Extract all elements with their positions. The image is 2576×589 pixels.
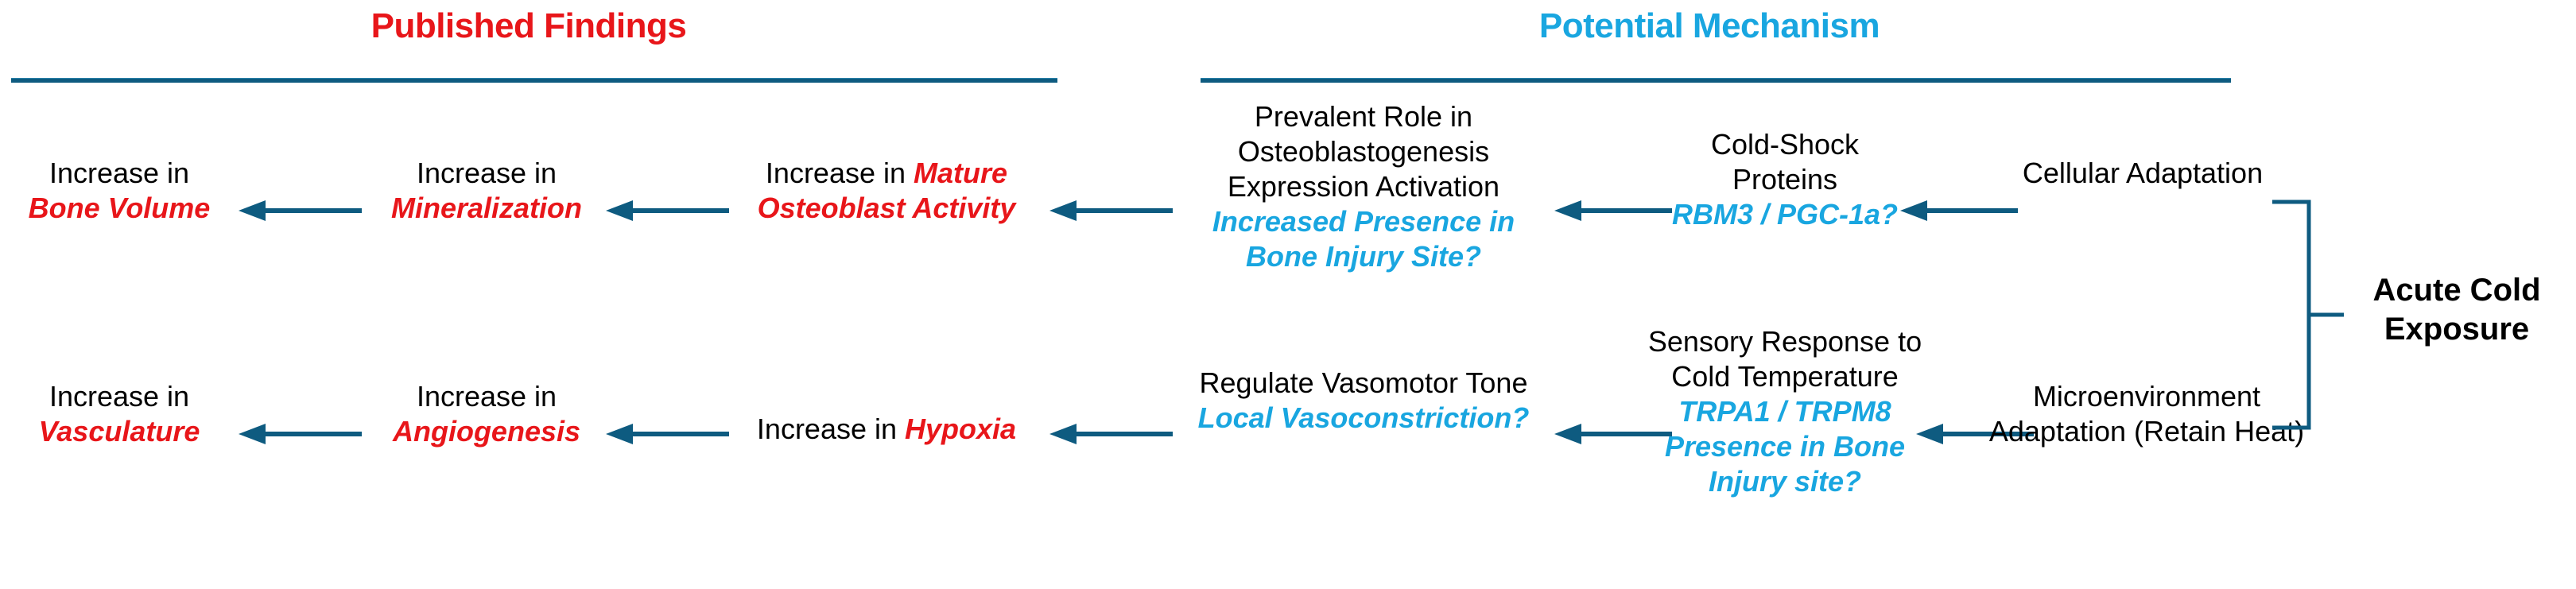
node-mature-osteoblast-activity-highlight: Mature Osteoblast Activity xyxy=(757,157,1016,224)
node-vasculature-highlight: Vasculature xyxy=(38,414,200,448)
arrow-osteoblast-to-mineralization xyxy=(606,199,729,223)
node-vasomotor-tone: Regulate Vasomotor Tone Local Vasoconstr… xyxy=(1177,366,1550,436)
node-hypoxia: Increase in Hypoxia xyxy=(727,412,1046,447)
node-angiogenesis-plain: Increase in xyxy=(416,380,557,413)
node-mineralization-highlight: Mineralization xyxy=(390,191,583,224)
page-title-published-findings: Published Findings xyxy=(370,6,687,45)
bracket-label-acute-cold-exposure: Acute Cold Exposure xyxy=(2372,273,2541,347)
arrow-microenvironment-to-sensory-response xyxy=(1916,422,2034,446)
page-title-potential-mechanism: Potential Mechanism xyxy=(1538,6,1880,45)
arrow-angiogenesis-to-vasculature xyxy=(239,422,362,446)
node-bone-volume-plain: Increase in xyxy=(48,157,190,189)
node-microenvironment-adaptation-plain: Microenvironment Adaptation (Retain Heat… xyxy=(1988,380,2305,448)
node-vasomotor-tone-highlight: Local Vasoconstriction? xyxy=(1197,401,1530,434)
node-cold-shock-proteins: Cold-Shock Proteins RBM3 / PGC-1a? xyxy=(1670,127,1900,232)
node-sensory-response-highlight: TRPA1 / TRPM8 Presence in Bone Injury si… xyxy=(1664,394,1906,498)
arrow-osteoblastogenesis-to-osteoblast-activity xyxy=(1049,199,1173,223)
node-osteoblastogenesis: Prevalent Role in Osteoblastogenesis Exp… xyxy=(1177,99,1550,274)
arrow-sensory-response-to-vasomotor-tone xyxy=(1554,422,1672,446)
node-cellular-adaptation: Cellular Adaptation xyxy=(2012,156,2274,191)
node-sensory-response: Sensory Response to Cold Temperature TRP… xyxy=(1638,324,1932,499)
node-mature-osteoblast-activity-plain: Increase in xyxy=(765,157,914,189)
node-hypoxia-highlight: Hypoxia xyxy=(905,413,1017,445)
node-angiogenesis: Increase in Angiogenesis xyxy=(359,379,614,449)
arrow-cellular-adaptation-to-cold-shock xyxy=(1900,199,2018,223)
divider-left xyxy=(11,78,1057,83)
grouping-bracket xyxy=(2271,199,2350,431)
node-osteoblastogenesis-plain: Prevalent Role in Osteoblastogenesis Exp… xyxy=(1227,100,1500,203)
node-cold-shock-proteins-plain: Cold-Shock Proteins xyxy=(1710,128,1860,196)
node-mineralization: Increase in Mineralization xyxy=(359,156,614,226)
node-bone-volume-highlight: Bone Volume xyxy=(28,191,211,224)
node-mineralization-plain: Increase in xyxy=(416,157,557,189)
node-bone-volume: Increase in Bone Volume xyxy=(0,156,239,226)
node-vasculature: Increase in Vasculature xyxy=(0,379,239,449)
node-vasomotor-tone-plain: Regulate Vasomotor Tone xyxy=(1199,366,1528,399)
node-hypoxia-plain: Increase in xyxy=(756,413,906,445)
arrow-vasomotor-tone-to-hypoxia xyxy=(1049,422,1173,446)
arrow-hypoxia-to-angiogenesis xyxy=(606,422,729,446)
node-cellular-adaptation-plain: Cellular Adaptation xyxy=(2022,157,2264,189)
node-osteoblastogenesis-highlight: Increased Presence in Bone Injury Site? xyxy=(1212,204,1515,273)
node-angiogenesis-highlight: Angiogenesis xyxy=(392,414,581,448)
node-sensory-response-plain: Sensory Response to Cold Temperature xyxy=(1647,325,1922,393)
arrow-mineralization-to-bone-volume xyxy=(239,199,362,223)
node-cold-shock-proteins-highlight: RBM3 / PGC-1a? xyxy=(1671,197,1899,231)
divider-right xyxy=(1201,78,2231,83)
node-microenvironment-adaptation: Microenvironment Adaptation (Retain Heat… xyxy=(1988,379,2306,449)
node-vasculature-plain: Increase in xyxy=(48,380,190,413)
arrow-cold-shock-to-osteoblastogenesis xyxy=(1554,199,1672,223)
node-mature-osteoblast-activity: Increase in Mature Osteoblast Activity xyxy=(727,156,1046,226)
